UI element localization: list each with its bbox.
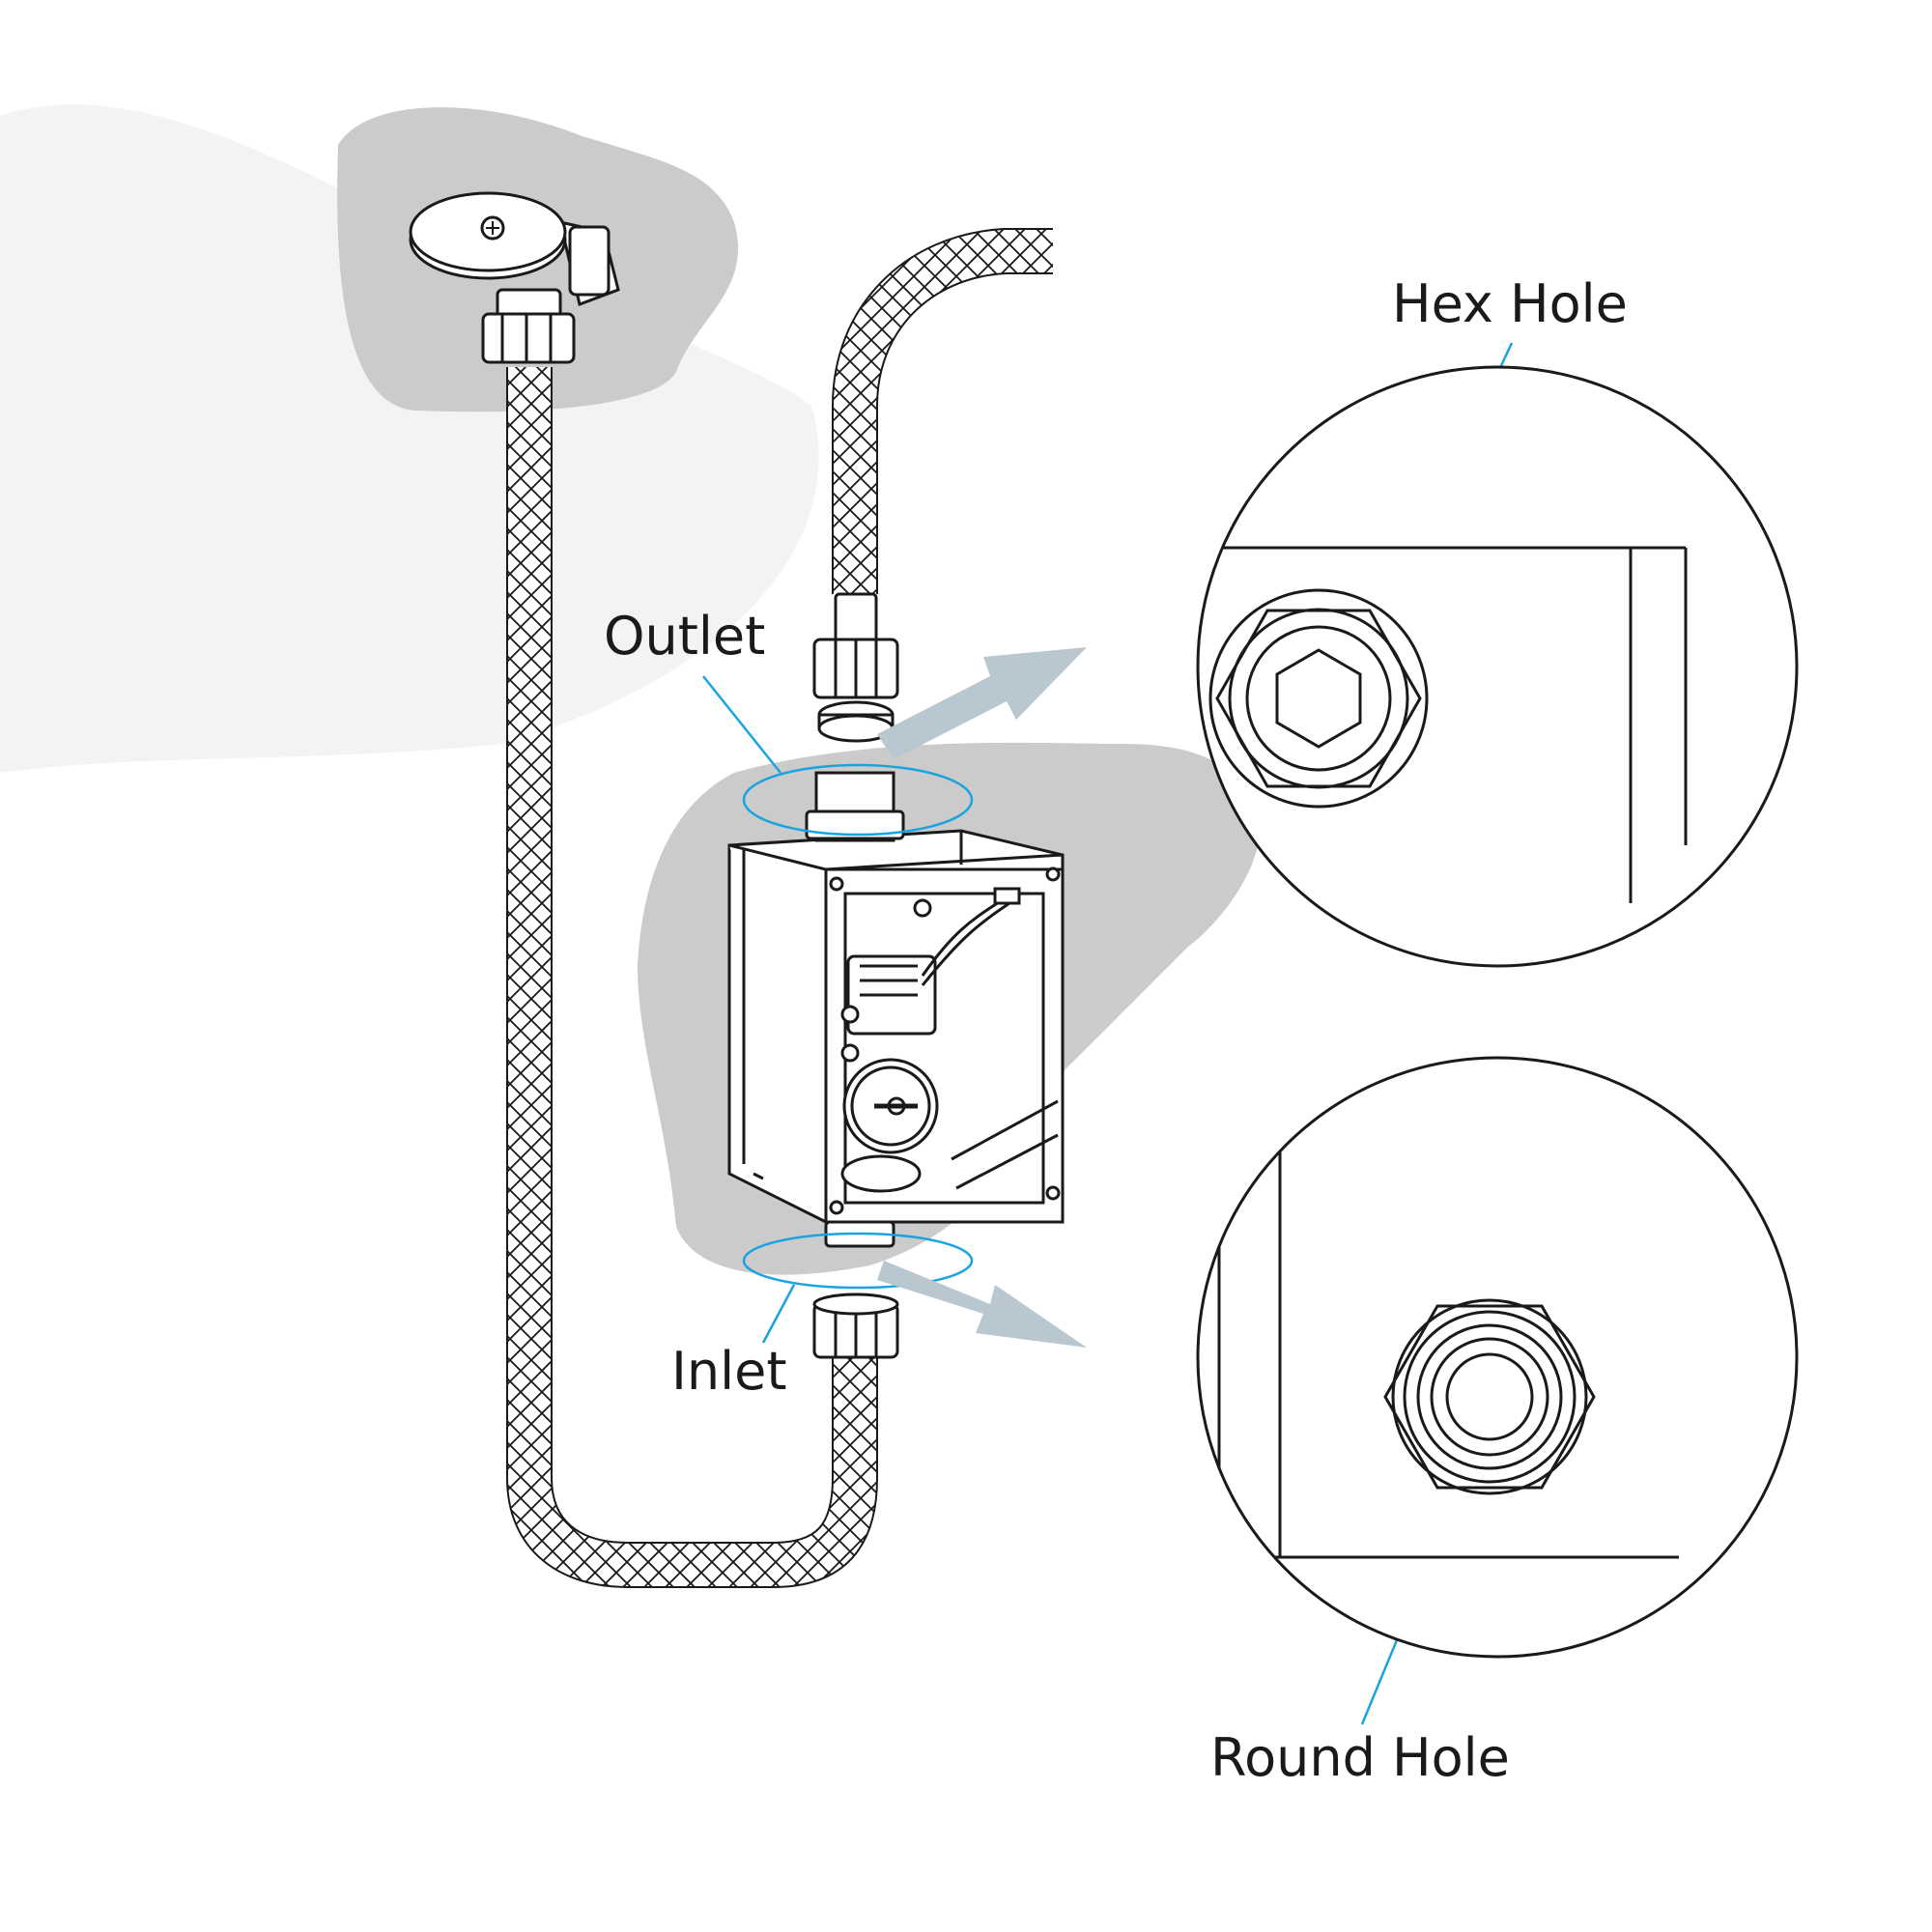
hex-hole-label: Hex Hole [1392,273,1628,334]
right-braided-hose [832,228,1053,594]
inlet-label: Inlet [671,1341,787,1402]
round-hole-label: Round Hole [1210,1727,1510,1788]
arrow-to-round-detail [877,1261,1087,1348]
inlet-nut [812,1293,899,1359]
left-braided-hose [506,367,878,1588]
outlet-highlight-ring [742,763,974,837]
outlet-leader-line [702,675,781,774]
arrow-to-hex-detail [877,647,1087,759]
outlet-label: Outlet [604,606,766,667]
angle-stop-valve [409,191,620,364]
outlet-nut [812,592,899,743]
wall-light-shadow [0,104,819,774]
inlet-highlight-ring [742,1232,974,1290]
round-hole-detail [1196,1056,1799,1659]
inlet-leader-line [761,1284,796,1344]
hex-hole-detail [1196,365,1799,968]
valve-box [727,771,1065,1248]
